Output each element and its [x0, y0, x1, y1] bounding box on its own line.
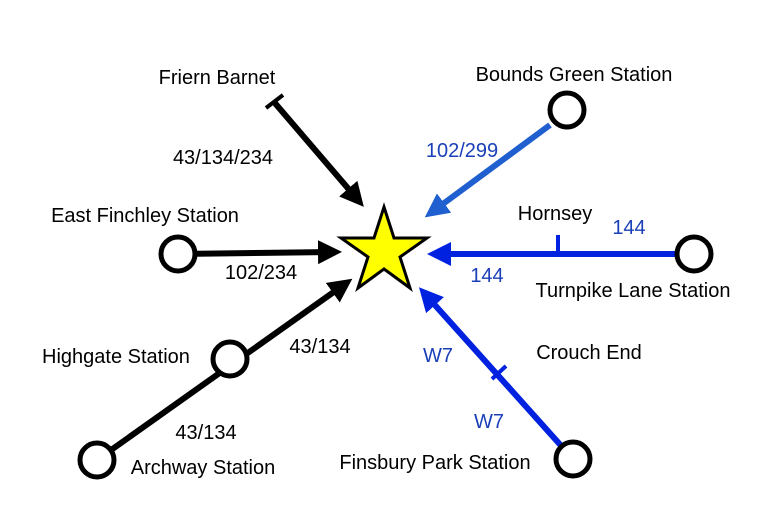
label-friern-barnet: Friern Barnet [159, 67, 276, 89]
route-line-finsbury-park [418, 287, 576, 462]
route-line-bounds-green [424, 122, 552, 218]
label-bounds-green: Bounds Green Station [476, 64, 673, 86]
label-finsbury-park: Finsbury Park Station [339, 452, 530, 474]
route-label-highgate: 43/134 [289, 336, 350, 358]
station-circle-turnpike-lane [674, 234, 714, 274]
route-label-friern-barnet: 43/134/234 [173, 147, 273, 169]
route-label-finsbury-lower: W7 [474, 411, 504, 433]
station-circle-archway [77, 440, 117, 480]
label-archway: Archway Station [131, 457, 276, 479]
label-turnpike-lane: Turnpike Lane Station [536, 280, 731, 302]
label-crouch-end: Crouch End [536, 342, 642, 364]
route-label-east-finchley: 102/234 [225, 262, 297, 284]
station-circle-highgate [210, 339, 250, 379]
route-label-bounds-green: 102/299 [426, 140, 498, 162]
stop-tick-crouch-end [490, 364, 508, 381]
route-line-friern-barnet [271, 100, 364, 207]
route-label-turnpike-upper: 144 [612, 217, 645, 239]
route-label-archway: 43/134 [175, 422, 236, 444]
route-label-turnpike-lower: 144 [470, 265, 503, 287]
station-circle-east-finchley [158, 234, 198, 274]
route-label-finsbury-upper: W7 [423, 345, 453, 367]
label-highgate: Highgate Station [42, 346, 190, 368]
label-hornsey: Hornsey [518, 203, 592, 225]
station-circle-finsbury-park [553, 439, 593, 479]
station-circle-bounds-green [547, 90, 587, 130]
stop-tick-friern-barnet [264, 93, 285, 110]
star-icon [336, 202, 432, 292]
label-east-finchley: East Finchley Station [51, 205, 239, 227]
route-line-east-finchley [177, 240, 342, 265]
